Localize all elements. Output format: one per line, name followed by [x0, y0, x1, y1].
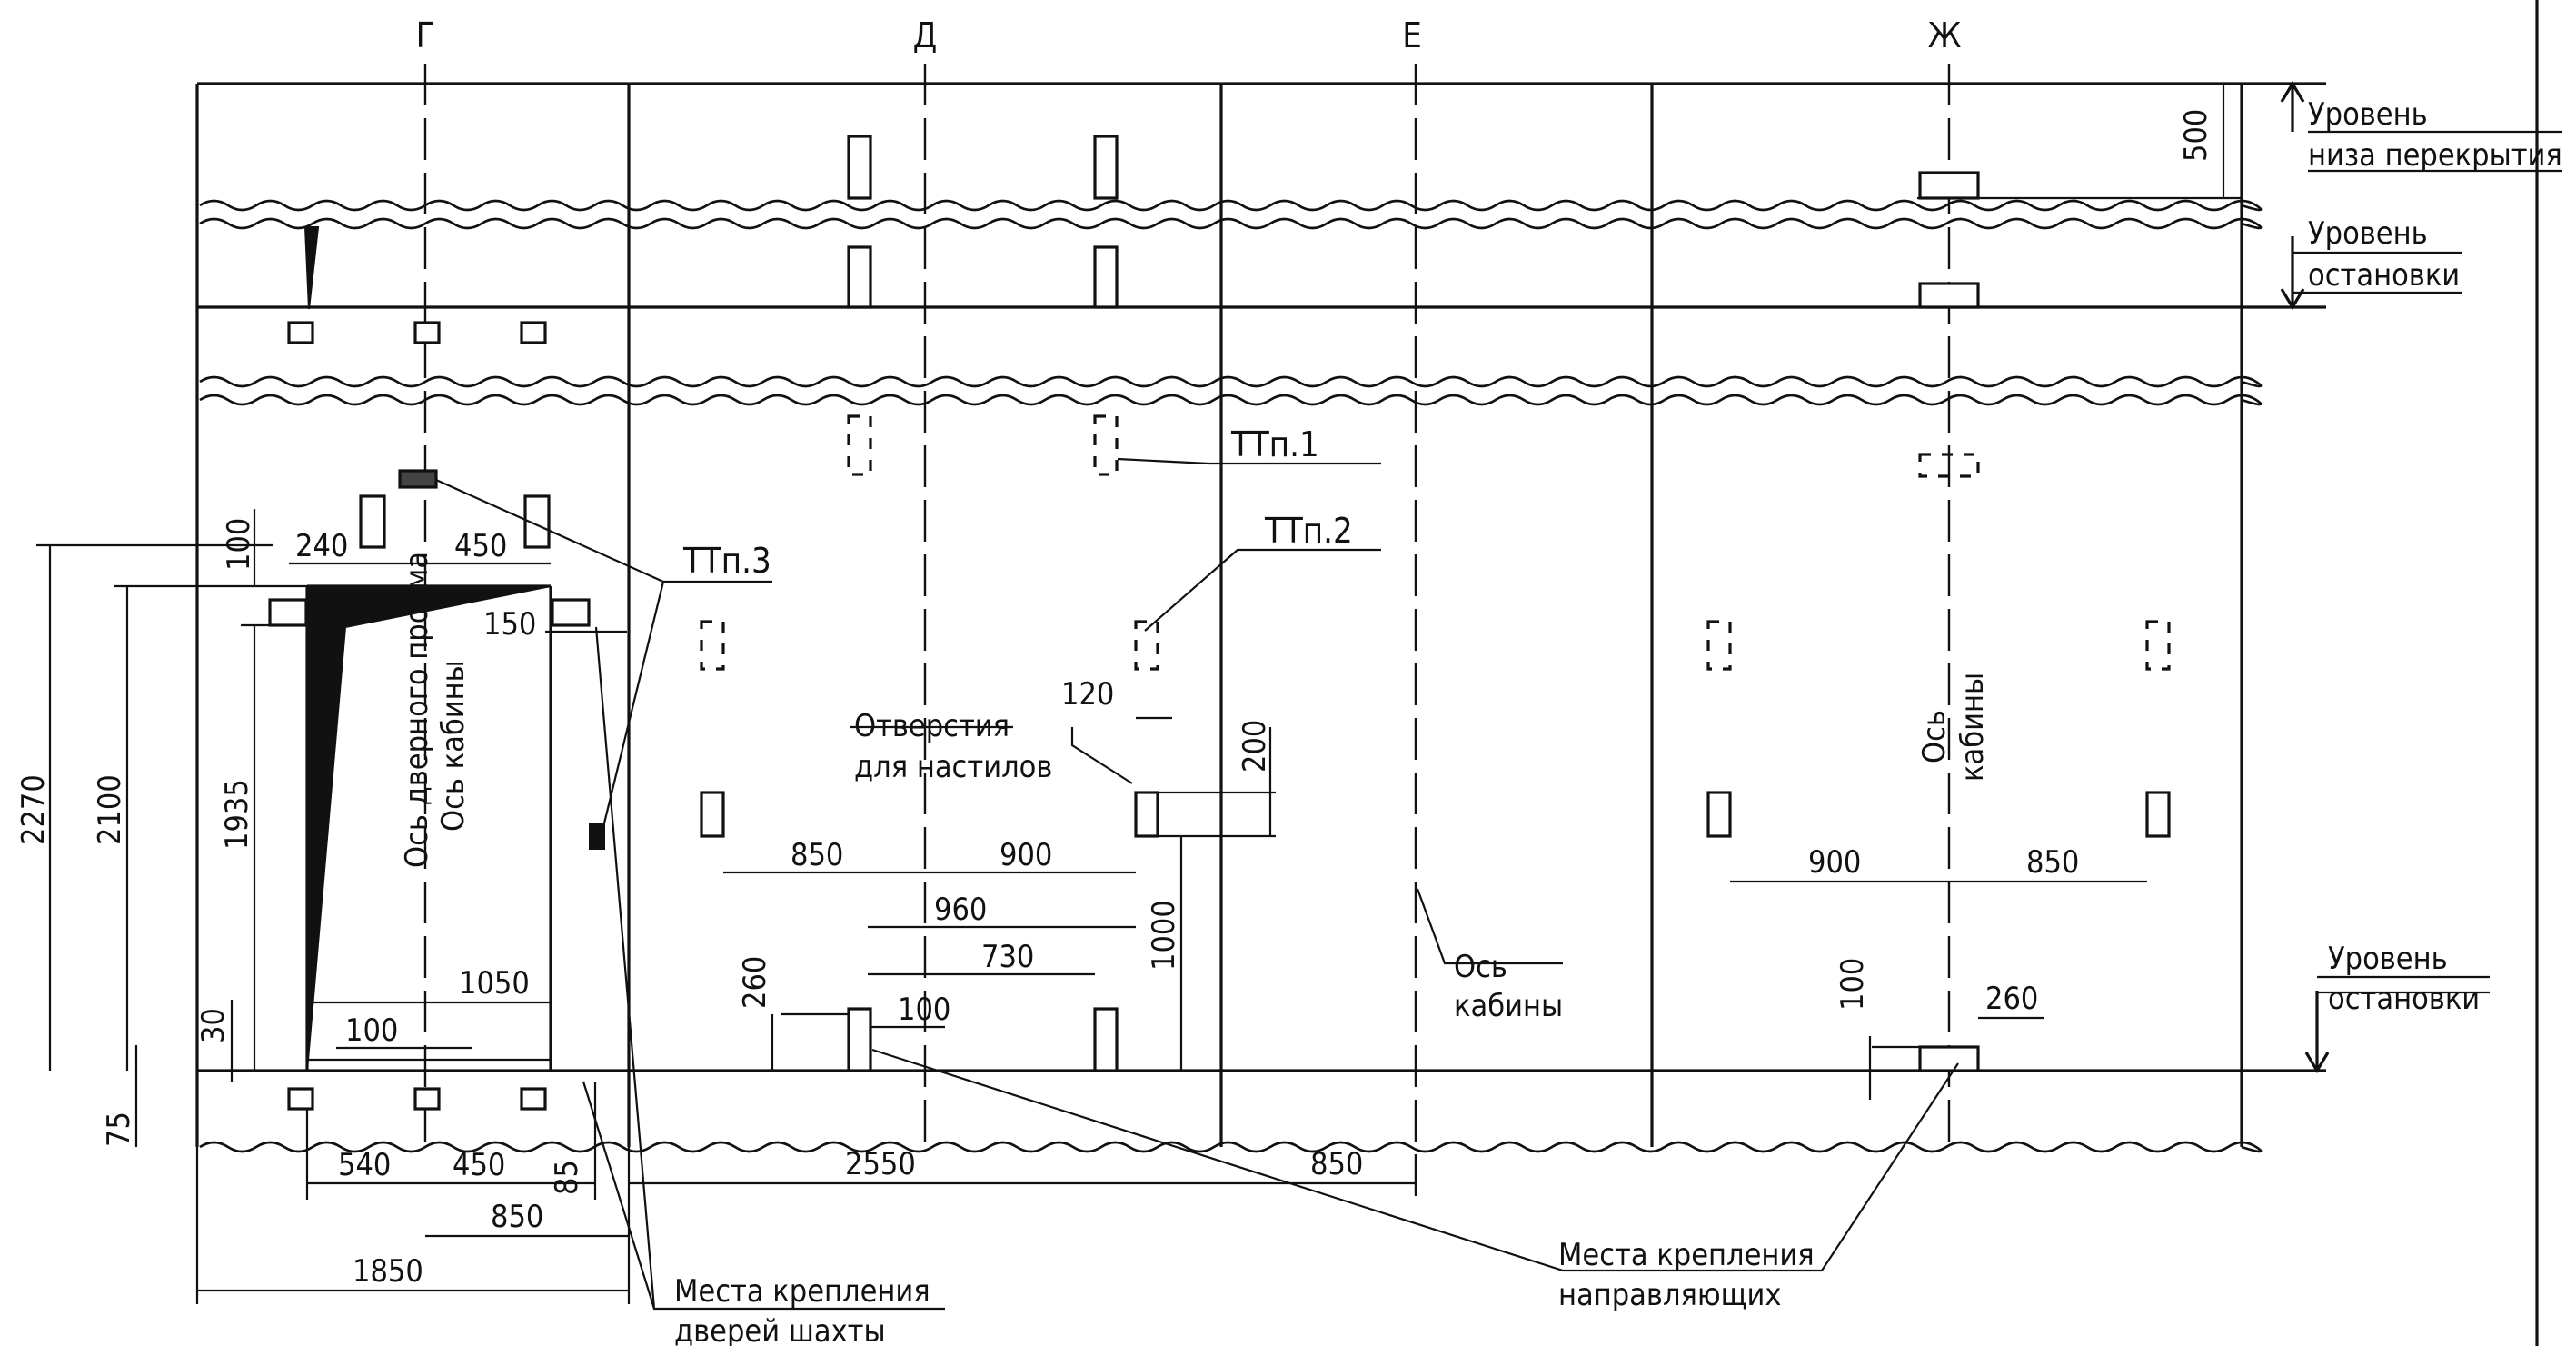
holes-label-1: Отверстия [854, 708, 1010, 744]
cabin-axis-center-label-2: кабины [1454, 988, 1563, 1024]
axis-label-e: Е [1402, 15, 1422, 55]
axis-label-g: Г [416, 15, 435, 55]
dim-30: 30 [195, 1008, 232, 1043]
ttp1-label: ТТп.1 [1230, 424, 1319, 464]
level-stop-bottom-label-1: Уровень [2328, 941, 2448, 977]
leader-lines [435, 457, 1959, 1311]
level-stop-top-label-1: Уровень [2308, 215, 2428, 252]
level-stop-bottom-label-2: остановки [2328, 981, 2480, 1017]
guide-bay-zh [1706, 171, 2171, 1072]
dim-200: 200 [1237, 720, 1273, 773]
level-ceiling-label-1: Уровень [2308, 96, 2428, 133]
cabin-axis-right-label-2: кабины [1954, 673, 1991, 782]
dim-1850: 1850 [353, 1253, 423, 1290]
dim-1050: 1050 [459, 965, 530, 1002]
dim-100-mid: 100 [345, 1012, 398, 1049]
door-top-wedge [303, 226, 320, 310]
axis-label-zh: Ж [1928, 15, 1962, 55]
ttp2-label: ТТп.2 [1264, 511, 1353, 551]
callout-texts: ТТп.1 ТТп.2 ТТп.3 Отверстия для настилов… [674, 424, 1991, 1346]
ttp3-label: ТТп.3 [682, 541, 771, 581]
dimension-lines [36, 84, 2225, 1304]
dim-850-d: 850 [791, 837, 843, 873]
cabin-axis-right-label-1: Ось [1916, 710, 1953, 763]
dim-75: 75 [101, 1112, 137, 1147]
cabin-axis-vertical-label: Ось кабины [435, 660, 472, 832]
dim-850-zh: 850 [2026, 844, 2079, 881]
dim-450-bot: 450 [453, 1147, 505, 1183]
dim-500: 500 [2178, 109, 2214, 162]
axis-label-d: Д [913, 15, 938, 55]
dim-2100: 2100 [92, 774, 128, 845]
door-fix-label-1: Места крепления [674, 1273, 930, 1310]
dim-85: 85 [549, 1160, 585, 1195]
door-fix-label-2: дверей шахты [674, 1313, 886, 1346]
dim-260-zh: 260 [1985, 981, 2038, 1017]
dim-850-e: 850 [1310, 1146, 1363, 1182]
dim-850-bot: 850 [491, 1199, 543, 1235]
dim-730: 730 [981, 939, 1034, 975]
dim-150: 150 [483, 606, 536, 643]
dim-450-top: 450 [454, 528, 507, 564]
dim-260-d: 260 [737, 956, 773, 1009]
dim-960: 960 [934, 892, 987, 928]
dim-100-d: 100 [898, 992, 950, 1028]
break-lines [199, 199, 2263, 1153]
door-leaf-wedge [306, 585, 552, 1072]
dim-100-top: 100 [221, 518, 257, 571]
dim-540: 540 [338, 1147, 391, 1183]
dim-1000: 1000 [1146, 900, 1182, 971]
guide-fix-label-1: Места крепления [1558, 1237, 1815, 1273]
cabin-axis-center-label-1: Ось [1454, 949, 1507, 985]
dimension-texts: 500 100 240 450 150 2270 2100 1935 1050 … [15, 109, 2214, 1290]
axis-lines [423, 64, 1951, 1209]
guide-fix-label-2: направляющих [1558, 1277, 1781, 1313]
dim-900-d: 900 [1000, 837, 1052, 873]
dim-120: 120 [1061, 676, 1114, 713]
dim-900-zh: 900 [1808, 844, 1861, 881]
holes-label-2: для настилов [854, 749, 1052, 785]
guide-bay-d [700, 135, 1276, 1072]
dim-240: 240 [295, 528, 348, 564]
level-stop-top-label-2: остановки [2308, 257, 2460, 294]
dim-1935: 1935 [219, 779, 255, 850]
door-axis-label: Ось дверного проема [399, 552, 435, 868]
level-ceiling-label-2: низа перекрытия [2308, 137, 2562, 174]
dim-100-zh: 100 [1835, 958, 1871, 1011]
dim-2550: 2550 [845, 1146, 916, 1182]
level-markers [2280, 80, 2562, 1074]
door-elevation [268, 226, 605, 1111]
dim-2270: 2270 [15, 774, 52, 845]
